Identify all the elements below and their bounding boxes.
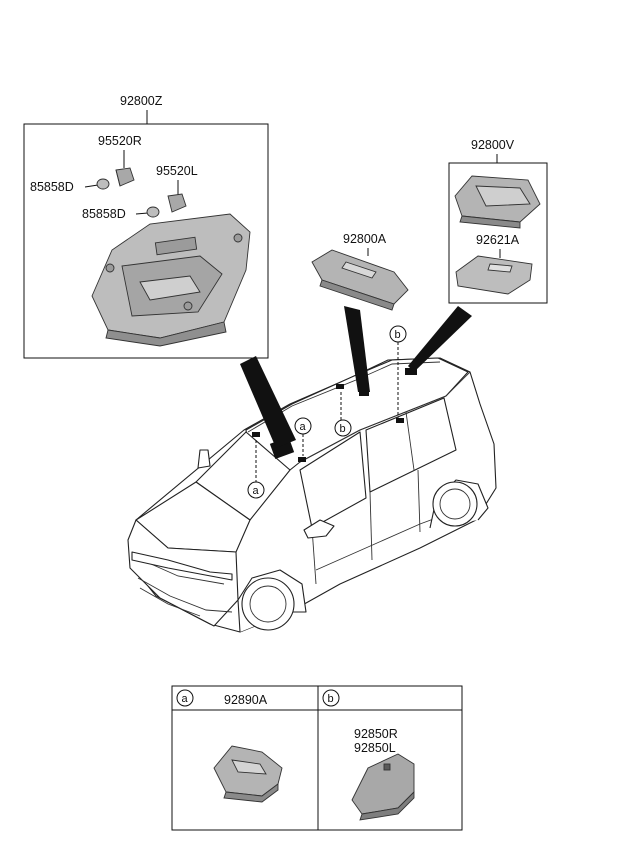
overhead-console-frame: [23, 123, 269, 359]
legend-part-b-l: 92850L: [354, 741, 396, 755]
callout-a-lower-text: a: [253, 485, 260, 497]
callout-b-right: [389, 325, 407, 343]
vehicle-illustration: [127, 357, 497, 633]
legend-part-b-r: 92850R: [354, 727, 398, 741]
map-lamp-left-part: [167, 193, 187, 213]
callout-a-upper: [294, 417, 312, 435]
room-lamp-frame: [448, 162, 548, 304]
room-lamp-group: 92800V 92621A: [448, 138, 548, 304]
marker-a-lower: [298, 457, 306, 462]
leader-85858D-lower: [135, 212, 149, 215]
marker-b-right: [396, 418, 404, 423]
room-lamp-part: [454, 175, 541, 229]
marker-a-upper: [252, 432, 260, 437]
callout-b-left: [334, 419, 352, 437]
callout-b-left-text: b: [340, 423, 346, 435]
marker-center: [359, 390, 369, 396]
wedge-center: [344, 306, 370, 392]
callout-b-right-text: b: [395, 329, 401, 341]
legend-circle-a: [176, 689, 194, 707]
legend-part-a: 92890A: [224, 693, 268, 707]
legend-circle-b: [322, 689, 340, 707]
leader-85858D-upper: [84, 184, 99, 188]
legend-part-a-image: [213, 745, 283, 803]
label-95520R: 95520R: [98, 134, 142, 148]
bulb-upper-part: [96, 178, 110, 190]
pointer-wedges: [240, 306, 472, 448]
callouts: a a b b: [247, 325, 407, 499]
legend-table: a 92890A b 92850R 92850L: [171, 685, 463, 831]
label-92800V: 92800V: [471, 138, 515, 152]
label-95520L: 95520L: [156, 164, 198, 178]
callout-a-lower: [247, 481, 265, 499]
center-lamp-group: 92800A: [311, 232, 409, 311]
legend-letter-a: a: [182, 693, 189, 705]
room-lamp-lens-part: [455, 255, 533, 295]
label-85858D-lower: 85858D: [82, 207, 126, 221]
center-lamp-part: [311, 249, 409, 311]
legend-part-b-image: [351, 753, 415, 821]
legend-frame: [171, 685, 463, 831]
legend-letter-b: b: [328, 693, 334, 705]
marker-room-lamp: [405, 368, 417, 375]
label-85858D-upper: 85858D: [30, 180, 74, 194]
callout-a-upper-text: a: [300, 421, 307, 433]
bulb-lower-part: [146, 206, 160, 218]
wedge-room: [408, 306, 472, 372]
label-92800Z: 92800Z: [120, 94, 163, 108]
map-lamp-right-part: [115, 167, 135, 187]
wedge-console: [240, 356, 296, 448]
marker-b-left: [336, 384, 344, 389]
overhead-console-part: [91, 213, 251, 347]
label-92621A: 92621A: [476, 233, 520, 247]
overhead-console-group: 92800Z 95520R 95520L 85858D 85858D: [23, 94, 269, 359]
label-92800A: 92800A: [343, 232, 387, 246]
